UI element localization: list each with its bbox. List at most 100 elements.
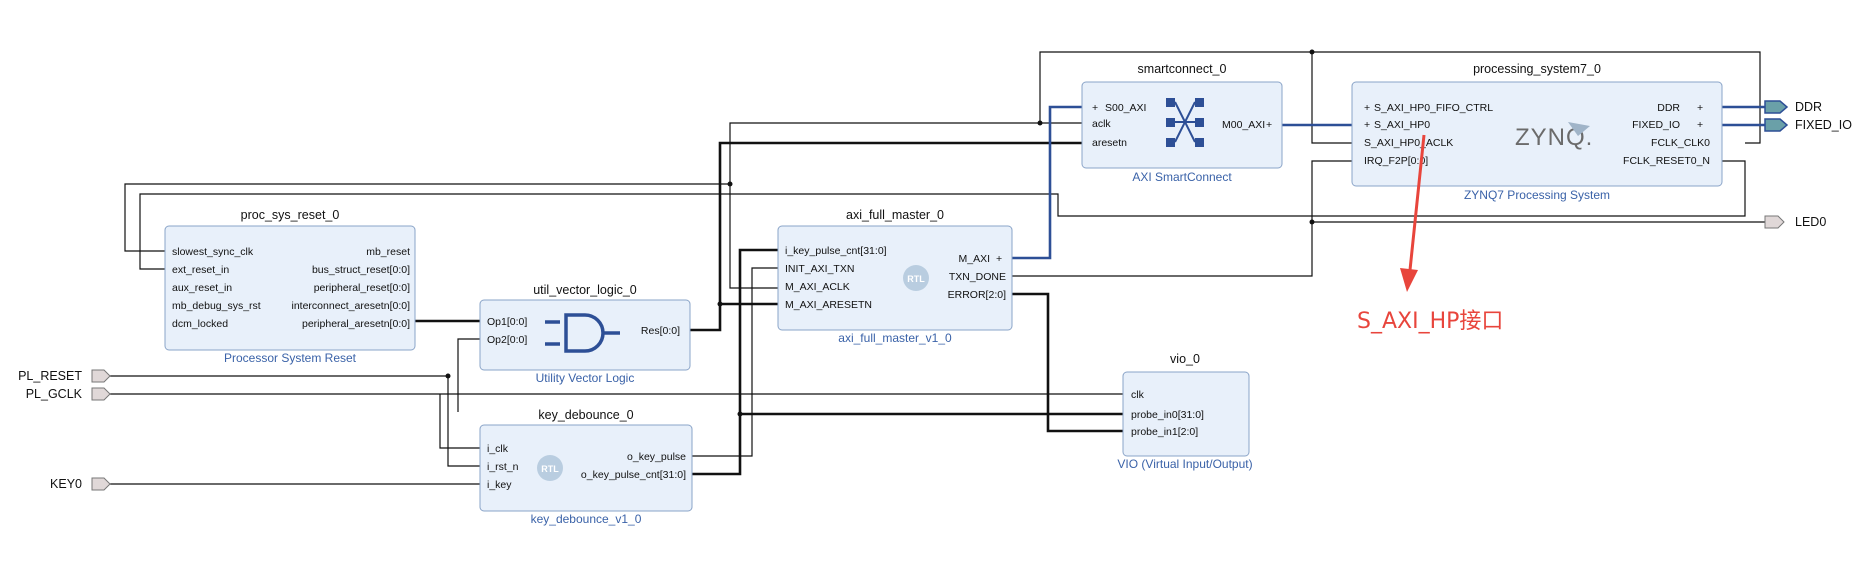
pin-m00-axi[interactable]: M00_AXI [1222, 119, 1265, 131]
block-util-vector-logic[interactable]: util_vector_logic_0 Op1[0:0] Op2[0:0] Re… [479, 283, 691, 385]
block-body[interactable] [1081, 81, 1283, 169]
pin-dcm-locked[interactable]: dcm_locked [172, 318, 228, 330]
pin-clk[interactable]: clk [1131, 389, 1145, 401]
block-title: processing_system7_0 [1473, 62, 1601, 76]
rtl-badge-label: RTL [541, 464, 559, 474]
pin-probe-in1[interactable]: probe_in1[2:0] [1131, 426, 1198, 438]
port-fixed-io[interactable]: FIXED_IO [1764, 118, 1852, 132]
pin-m-axi[interactable]: M_AXI [958, 253, 990, 265]
pin-aclk[interactable]: aclk [1092, 118, 1111, 130]
pin-op1[interactable]: Op1[0:0] [487, 316, 527, 328]
pin-ext-reset-in[interactable]: ext_reset_in [172, 264, 229, 276]
pin-o-key-pulse-cnt[interactable]: o_key_pulse_cnt[31:0] [581, 469, 686, 481]
wire-fclk-clk0[interactable] [729, 51, 1761, 289]
plus-icon[interactable]: + [1364, 102, 1370, 114]
pin-op2[interactable]: Op2[0:0] [487, 334, 527, 346]
wire-clk-to-reset[interactable] [124, 183, 730, 252]
pin-fclk-reset0-n[interactable]: FCLK_RESET0_N [1623, 155, 1710, 167]
block-subtitle: VIO (Virtual Input/Output) [1117, 457, 1252, 471]
wire-pl-gclk[interactable] [110, 393, 1123, 449]
pin-i-key[interactable]: i_key [487, 479, 512, 491]
block-subtitle: AXI SmartConnect [1132, 170, 1232, 184]
block-body[interactable] [1122, 371, 1250, 457]
port-ddr[interactable]: DDR [1764, 100, 1822, 114]
pin-error[interactable]: ERROR[2:0] [948, 289, 1006, 301]
block-subtitle: Utility Vector Logic [536, 371, 635, 385]
block-proc-sys-reset[interactable]: proc_sys_reset_0 slowest_sync_clk ext_re… [164, 208, 416, 365]
wire-m-axi[interactable] [1012, 105, 1082, 260]
port-pl-gclk[interactable]: PL_GCLK [26, 387, 111, 401]
block-title: axi_full_master_0 [846, 208, 944, 222]
pin-aux-reset-in[interactable]: aux_reset_in [172, 282, 232, 294]
port-key0[interactable]: KEY0 [50, 477, 111, 491]
annotation-arrow-head [1400, 268, 1418, 292]
pin-s-axi-hp0-aclk[interactable]: S_AXI_HP0_ACLK [1364, 137, 1453, 149]
pin-m-axi-aclk[interactable]: M_AXI_ACLK [785, 281, 850, 293]
plus-icon[interactable]: + [1364, 119, 1370, 131]
block-vio[interactable]: vio_0 clk probe_in0[31:0] probe_in1[2:0]… [1117, 352, 1252, 471]
plus-icon[interactable]: + [1697, 119, 1703, 131]
pin-s-axi-hp0-fifo-ctrl[interactable]: S_AXI_HP0_FIFO_CTRL [1374, 102, 1493, 114]
pin-irq-f2p[interactable]: IRQ_F2P[0:0] [1364, 155, 1428, 167]
wire-pl-reset[interactable] [110, 375, 480, 467]
pin-aresetn[interactable]: aresetn [1092, 137, 1127, 149]
port-led0[interactable]: LED0 [1764, 215, 1826, 229]
pin-mb-debug-sys-rst[interactable]: mb_debug_sys_rst [172, 300, 261, 312]
pin-i-key-pulse-cnt[interactable]: i_key_pulse_cnt[31:0] [785, 245, 887, 257]
block-smartconnect[interactable]: smartconnect_0 S00_AXI aclk aresetn M00_… [1081, 62, 1283, 184]
pin-txn-done[interactable]: TXN_DONE [949, 271, 1006, 283]
block-title: util_vector_logic_0 [533, 283, 637, 297]
pin-i-rst-n[interactable]: i_rst_n [487, 461, 519, 473]
pin-interconnect-aresetn[interactable]: interconnect_aresetn[0:0] [292, 300, 411, 312]
pin-probe-in0[interactable]: probe_in0[31:0] [1131, 409, 1204, 421]
external-input-ports: PL_RESET PL_GCLK KEY0 [18, 369, 111, 491]
pin-m-axi-aresetn[interactable]: M_AXI_ARESETN [785, 299, 872, 311]
pin-peripheral-reset[interactable]: peripheral_reset[0:0] [314, 282, 410, 294]
pin-fixed-io[interactable]: FIXED_IO [1632, 119, 1680, 131]
wire-error[interactable] [1012, 292, 1123, 433]
port-label: LED0 [1795, 215, 1826, 229]
pin-fclk-clk0[interactable]: FCLK_CLK0 [1651, 137, 1710, 149]
external-output-ports: DDR FIXED_IO LED0 [1764, 100, 1852, 229]
plus-icon[interactable]: + [1266, 119, 1272, 131]
block-body[interactable] [479, 299, 691, 371]
pin-i-clk[interactable]: i_clk [487, 443, 509, 455]
block-processing-system7[interactable]: processing_system7_0 + S_AXI_HP0_FIFO_CT… [1351, 62, 1723, 202]
block-body[interactable] [1351, 81, 1723, 187]
port-label: DDR [1795, 100, 1822, 114]
wire-res-to-aresetn[interactable] [690, 141, 1082, 332]
block-body[interactable] [479, 424, 693, 512]
block-title: proc_sys_reset_0 [241, 208, 340, 222]
input-port-icon [91, 369, 111, 383]
wire-op2[interactable] [457, 338, 480, 412]
junction-dot [717, 301, 723, 307]
wire-fclk-reset[interactable] [139, 160, 1746, 270]
pin-peripheral-aresetn[interactable]: peripheral_aresetn[0:0] [302, 318, 410, 330]
pin-s00-axi[interactable]: S00_AXI [1105, 102, 1146, 114]
wire-txn-done-irq[interactable] [1012, 160, 1352, 277]
port-pl-reset[interactable]: PL_RESET [18, 369, 111, 383]
block-body[interactable] [164, 225, 416, 351]
wire-key-pulse[interactable] [692, 267, 778, 457]
port-label: KEY0 [50, 477, 82, 491]
pin-bus-struct-reset[interactable]: bus_struct_reset[0:0] [312, 264, 410, 276]
wire-key-pulse-cnt[interactable] [692, 248, 1123, 476]
output-port-icon [1764, 215, 1785, 229]
pin-res[interactable]: Res[0:0] [641, 325, 680, 337]
smartconnect-crossbar-icon [1166, 98, 1204, 147]
rtl-badge-label: RTL [907, 274, 925, 284]
pin-slowest-sync-clk[interactable]: slowest_sync_clk [172, 246, 254, 258]
plus-icon[interactable]: + [1092, 102, 1098, 114]
block-key-debounce[interactable]: key_debounce_0 i_clk i_rst_n i_key o_key… [479, 408, 693, 526]
pin-ddr[interactable]: DDR [1657, 102, 1680, 114]
pin-init-axi-txn[interactable]: INIT_AXI_TXN [785, 263, 854, 275]
pin-o-key-pulse[interactable]: o_key_pulse [627, 451, 686, 463]
junction-dot [1309, 219, 1315, 225]
plus-icon[interactable]: + [996, 253, 1002, 265]
pin-s-axi-hp0[interactable]: S_AXI_HP0 [1374, 119, 1430, 131]
pin-mb-reset[interactable]: mb_reset [366, 246, 410, 258]
block-body[interactable] [777, 225, 1013, 331]
plus-icon[interactable]: + [1697, 102, 1703, 114]
block-axi-full-master[interactable]: axi_full_master_0 i_key_pulse_cnt[31:0] … [777, 208, 1013, 345]
